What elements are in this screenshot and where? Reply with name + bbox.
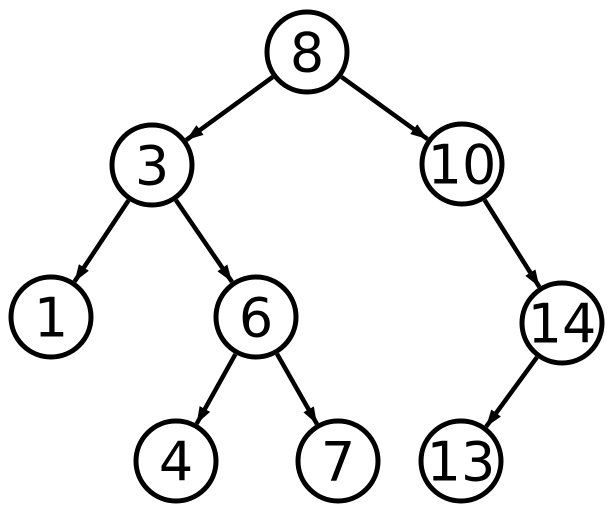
node-4: 4 [133, 418, 219, 504]
edge-10-14 [482, 198, 542, 289]
edge-6-7 [275, 352, 319, 426]
node-13-circle [418, 418, 504, 504]
node-6-label: 6 [239, 286, 273, 349]
node-6: 6 [213, 274, 299, 360]
edge-14-13 [484, 355, 539, 429]
node-8: 8 [264, 9, 350, 95]
edge-6-4 [194, 353, 238, 425]
edge-8-3 [184, 75, 275, 142]
node-13-label: 13 [427, 430, 496, 493]
node-7-label: 7 [321, 430, 355, 493]
node-1: 1 [8, 274, 94, 360]
node-14: 14 [519, 280, 605, 366]
node-3-circle [109, 122, 195, 208]
node-10: 10 [419, 121, 505, 207]
node-6-circle [213, 274, 299, 360]
node-13: 13 [418, 418, 504, 504]
edge-3-6 [174, 198, 234, 284]
node-14-circle [519, 280, 605, 366]
node-1-circle [8, 274, 94, 360]
node-3-label: 3 [135, 134, 169, 197]
node-3: 3 [109, 122, 195, 208]
node-8-label: 8 [290, 21, 324, 84]
node-4-label: 4 [159, 430, 193, 493]
node-7-circle [295, 418, 381, 504]
node-1-label: 1 [34, 286, 68, 349]
node-10-circle [419, 121, 505, 207]
node-7: 7 [295, 418, 381, 504]
node-14-label: 14 [528, 292, 597, 355]
node-8-circle [264, 9, 350, 95]
edge-8-10 [340, 75, 429, 141]
edge-3-1 [72, 199, 131, 283]
node-4-circle [133, 418, 219, 504]
node-10-label: 10 [428, 133, 497, 196]
